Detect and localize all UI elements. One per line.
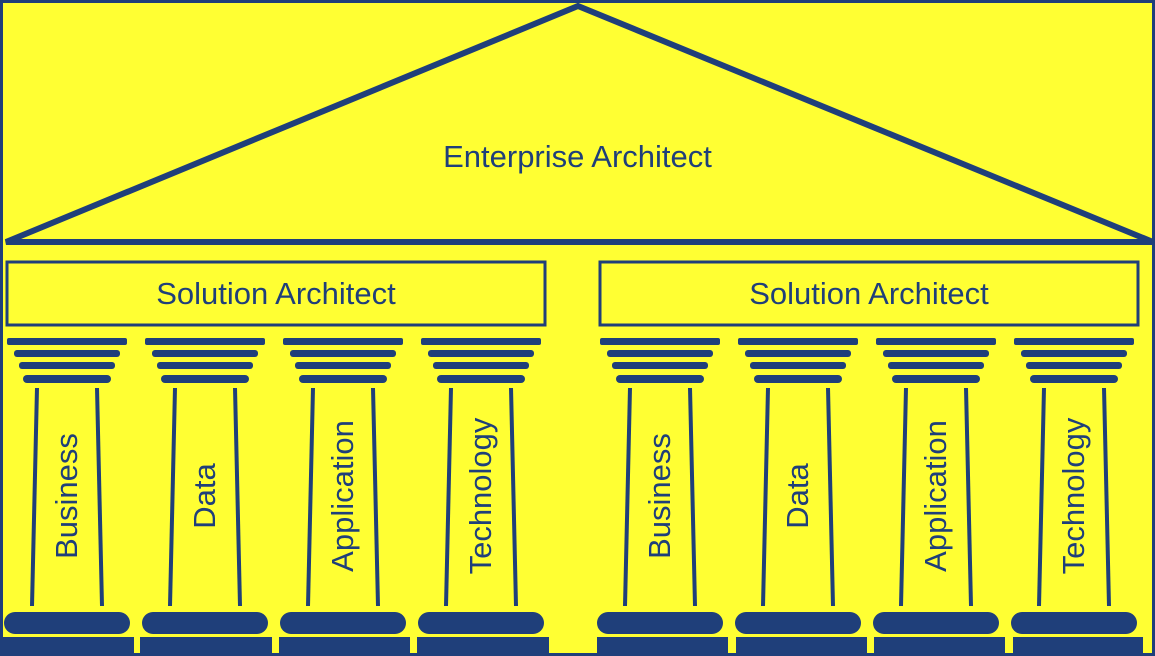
pillar-label-business-right: Business [640,366,680,626]
plinth-data-right [736,637,867,656]
capital-bar-2-data-right [745,350,851,357]
pillar-label-business-left: Business [47,366,87,626]
solution-architect-label-left: Solution Architect [7,262,545,326]
capital-bar-1-business-right [600,338,720,345]
capital-bar-2-business-right [607,350,713,357]
pillar-label-application-right: Application [916,366,956,626]
pillar-label-technology-left: Technology [461,366,501,626]
capital-bar-1-technology-left [421,338,541,345]
plinth-business-left [0,637,134,656]
pillar-label-application-left: Application [323,366,363,626]
pillar-label-technology-right: Technology [1054,366,1094,626]
capital-bar-1-application-left [283,338,403,345]
capital-bar-2-application-left [290,350,396,357]
enterprise-architect-label: Enterprise Architect [0,138,1155,176]
plinth-technology-right [1013,637,1143,656]
capital-bar-1-application-right [876,338,996,345]
capital-bar-1-data-left [145,338,265,345]
plinth-business-right [597,637,728,656]
pillar-label-data-left: Data [185,366,225,626]
capital-bar-2-business-left [14,350,120,357]
plinth-application-left [279,637,410,656]
capital-bar-1-business-left [7,338,127,345]
capital-bar-1-data-right [738,338,858,345]
plinth-data-left [140,637,272,656]
capital-bar-1-technology-right [1014,338,1134,345]
capital-bar-2-application-right [883,350,989,357]
capital-bar-2-technology-left [428,350,534,357]
capital-bar-2-technology-right [1021,350,1127,357]
capital-bar-2-data-left [152,350,258,357]
plinth-application-right [874,637,1005,656]
plinth-technology-left [417,637,549,656]
solution-architect-label-right: Solution Architect [600,262,1138,326]
pillar-label-data-right: Data [778,366,818,626]
